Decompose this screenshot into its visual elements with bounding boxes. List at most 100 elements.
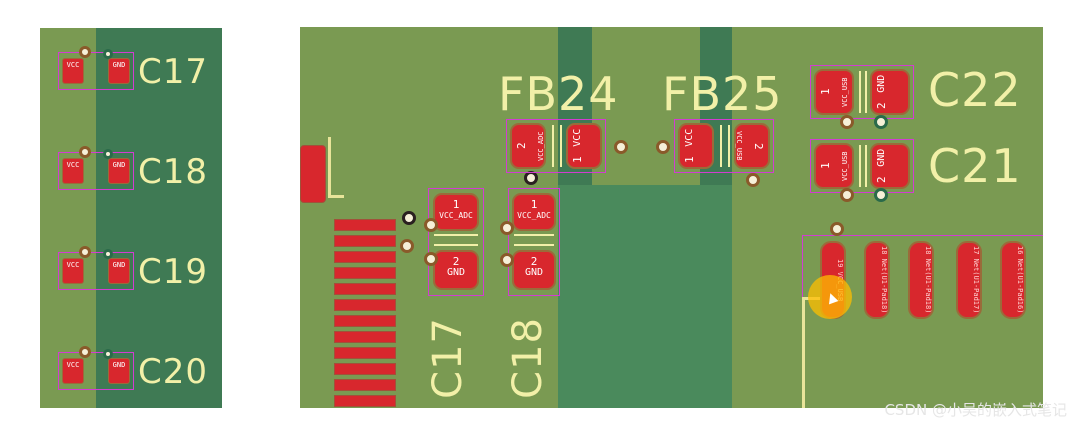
- capacitor-c21[interactable]: 1 VCC_USB 2 GND: [810, 139, 914, 193]
- courtyard-outline: [674, 119, 774, 173]
- ic-pad-16[interactable]: 16 Net(U1-Pad16): [1000, 241, 1026, 319]
- via[interactable]: [874, 188, 888, 202]
- pad-1[interactable]: 1 VCC_USB: [814, 69, 854, 115]
- pad-1[interactable]: VCC: [62, 258, 84, 284]
- ref-label-c22: C22: [928, 63, 1022, 117]
- pad-1[interactable]: VCC: [62, 358, 84, 384]
- silk-mark: [865, 145, 867, 187]
- pad-2[interactable]: 2 GND: [870, 69, 910, 115]
- pcb-view-right[interactable]: 1 VCC_ADC 2 GND C17 1 VCC_ADC 2 GND C18 …: [300, 27, 1043, 408]
- trace: [328, 137, 331, 197]
- trace: [328, 195, 344, 198]
- silk-mark: [514, 244, 554, 246]
- via[interactable]: [614, 140, 628, 154]
- pad-2[interactable]: GND: [108, 358, 130, 384]
- via[interactable]: [656, 140, 670, 154]
- via[interactable]: [874, 115, 888, 129]
- pad-1[interactable]: 1 VCC: [566, 123, 602, 169]
- ferrite-fb25[interactable]: 1 VCC 2 VCC_USB: [674, 119, 774, 173]
- copper-zone: [96, 28, 222, 408]
- ref-label-c18-board: C18: [505, 317, 551, 399]
- silk-mark: [560, 125, 562, 167]
- ic-pad-18b[interactable]: 18 Net(U1-Pad18): [908, 241, 934, 319]
- ref-label-c18: C18: [138, 152, 209, 192]
- via[interactable]: [103, 249, 113, 259]
- via[interactable]: [103, 49, 113, 59]
- silk-mark: [859, 145, 861, 187]
- pad-1[interactable]: VCC: [62, 58, 84, 84]
- via[interactable]: [746, 173, 760, 187]
- pad-1[interactable]: 1 VCC: [678, 123, 714, 169]
- pad-1[interactable]: 1 VCC_ADC: [433, 193, 479, 231]
- pad-2[interactable]: 2 GND: [512, 250, 556, 290]
- pad-2[interactable]: 2 GND: [870, 143, 910, 189]
- pad-1[interactable]: 1 VCC_ADC: [512, 193, 556, 231]
- pad-1[interactable]: 1 VCC_USB: [814, 143, 854, 189]
- via[interactable]: [400, 239, 414, 253]
- via[interactable]: [402, 211, 416, 225]
- silk-mark: [865, 71, 867, 113]
- capacitor-c18[interactable]: VCC GND: [58, 146, 138, 192]
- watermark: CSDN @小吴的嵌入式笔记: [884, 401, 1067, 419]
- silk-mark: [720, 125, 722, 167]
- via[interactable]: [79, 346, 91, 358]
- pad-2[interactable]: GND: [108, 258, 130, 284]
- via[interactable]: [500, 253, 514, 267]
- ic-pad-17[interactable]: 17 Net(U1-Pad17): [956, 241, 982, 319]
- via[interactable]: [840, 115, 854, 129]
- pad-2[interactable]: 2 GND: [433, 250, 479, 290]
- courtyard-outline: [58, 52, 134, 90]
- pad-2[interactable]: GND: [108, 58, 130, 84]
- via[interactable]: [500, 221, 514, 235]
- via[interactable]: [103, 149, 113, 159]
- ref-label-c19: C19: [138, 252, 209, 292]
- via[interactable]: [524, 171, 538, 185]
- trace: [802, 297, 805, 408]
- courtyard-outline: [58, 152, 134, 190]
- ferrite-fb24[interactable]: 2 VCC_ADC 1 VCC: [506, 119, 606, 173]
- via[interactable]: [79, 46, 91, 58]
- courtyard-outline: [508, 188, 560, 296]
- capacitor-c18-board[interactable]: 1 VCC_ADC 2 GND: [508, 188, 560, 296]
- pad-2[interactable]: 2 VCC_ADC: [510, 123, 546, 169]
- courtyard-outline: [506, 119, 606, 173]
- pad-2[interactable]: GND: [108, 158, 130, 184]
- silk-mark: [728, 125, 730, 167]
- silk-mark: [434, 234, 478, 236]
- via[interactable]: [103, 349, 113, 359]
- courtyard-outline: [58, 352, 134, 390]
- via[interactable]: [840, 188, 854, 202]
- copper-zone: [558, 185, 732, 408]
- capacitor-c20[interactable]: VCC GND: [58, 346, 138, 392]
- cursor-highlight: [808, 275, 852, 319]
- courtyard-outline: [58, 252, 134, 290]
- courtyard-outline: [810, 65, 914, 119]
- ic-pin-stack[interactable]: [334, 219, 400, 408]
- silk-mark: [434, 244, 478, 246]
- capacitor-c17[interactable]: VCC GND: [58, 46, 138, 92]
- capacitor-c22[interactable]: 1 VCC_USB 2 GND: [810, 65, 914, 119]
- capacitor-c17-board[interactable]: 1 VCC_ADC 2 GND: [428, 188, 484, 296]
- ref-label-c17-board: C17: [425, 317, 471, 399]
- capacitor-c19[interactable]: VCC GND: [58, 246, 138, 292]
- courtyard-outline: [428, 188, 484, 296]
- courtyard-outline: [810, 139, 914, 193]
- connector-pad[interactable]: [300, 145, 326, 203]
- via[interactable]: [424, 218, 438, 232]
- via[interactable]: [79, 146, 91, 158]
- pad-1[interactable]: VCC: [62, 158, 84, 184]
- via[interactable]: [830, 222, 844, 236]
- ref-label-fb25: FB25: [662, 67, 783, 121]
- ref-label-c21: C21: [928, 139, 1022, 193]
- via[interactable]: [424, 252, 438, 266]
- silk-mark: [514, 234, 554, 236]
- via[interactable]: [79, 246, 91, 258]
- pad-2[interactable]: 2 VCC_USB: [734, 123, 770, 169]
- ref-label-c17: C17: [138, 52, 209, 92]
- ref-label-c20: C20: [138, 352, 209, 392]
- ref-label-fb24: FB24: [498, 67, 619, 121]
- silk-mark: [859, 71, 861, 113]
- silk-mark: [552, 125, 554, 167]
- pcb-view-left[interactable]: VCC GND C17 VCC GND C18 VCC GND C19 VCC …: [40, 28, 222, 408]
- ic-pad-18[interactable]: 18 Net(U1-Pad18): [864, 241, 890, 319]
